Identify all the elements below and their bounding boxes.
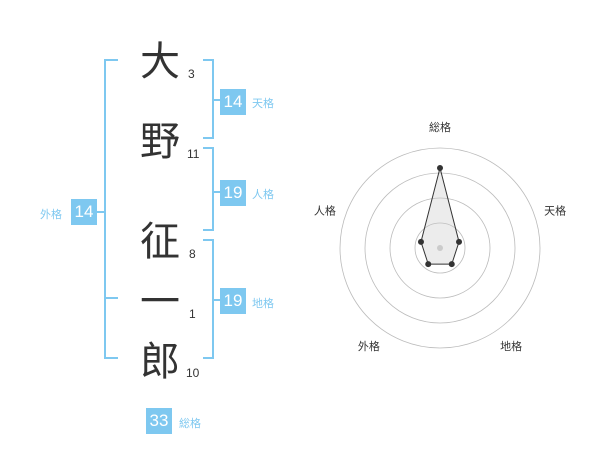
name-char-1: 大: [140, 39, 180, 85]
radar-axis-label-5: 人格: [314, 204, 336, 218]
gaikaku-label: 外格: [40, 208, 62, 221]
radar-point-2: [456, 238, 463, 245]
gaikaku-bracket: [104, 59, 118, 359]
radar-axis-label-4: 外格: [358, 339, 380, 353]
radar-point-3: [448, 261, 455, 268]
stroke-count-3: 8: [189, 247, 196, 261]
radar-point-4: [425, 261, 432, 268]
name-char-3: 征: [140, 219, 180, 265]
name-char-5: 郎: [140, 339, 180, 385]
stroke-count-4: 1: [189, 307, 196, 321]
soukaku-label: 総格: [179, 417, 201, 430]
jinkaku-value: 19: [220, 180, 246, 206]
gaikaku-value: 14: [71, 199, 97, 225]
chikaku-label: 地格: [252, 297, 274, 310]
stroke-count-2: 11: [187, 147, 200, 161]
soukaku-value: 33: [146, 408, 172, 434]
radar-ring-4: [339, 147, 541, 349]
stroke-count-5: 10: [186, 366, 200, 380]
name-char-4: 一: [140, 279, 180, 325]
radar-axis-label-3: 地格: [500, 339, 522, 353]
jinkaku-bracket: [203, 147, 214, 231]
radar-axis-label-1: 総格: [429, 120, 451, 134]
radar-ring-3: [364, 172, 516, 324]
radar-point-5: [417, 238, 424, 245]
radar-ring-2: [389, 197, 491, 299]
name-char-2: 野: [140, 119, 180, 165]
radar-ring-1: [414, 222, 466, 274]
radar-center: [437, 245, 443, 251]
stroke-count-1: 3: [188, 67, 195, 81]
radar-axis-label-2: 天格: [544, 204, 566, 218]
tenkaku-value: 14: [220, 89, 246, 115]
radar-point-1: [437, 165, 443, 171]
jinkaku-label: 人格: [252, 188, 274, 201]
chikaku-value: 19: [220, 288, 246, 314]
tenkaku-label: 天格: [252, 97, 274, 110]
radar-series-area: [420, 167, 460, 265]
